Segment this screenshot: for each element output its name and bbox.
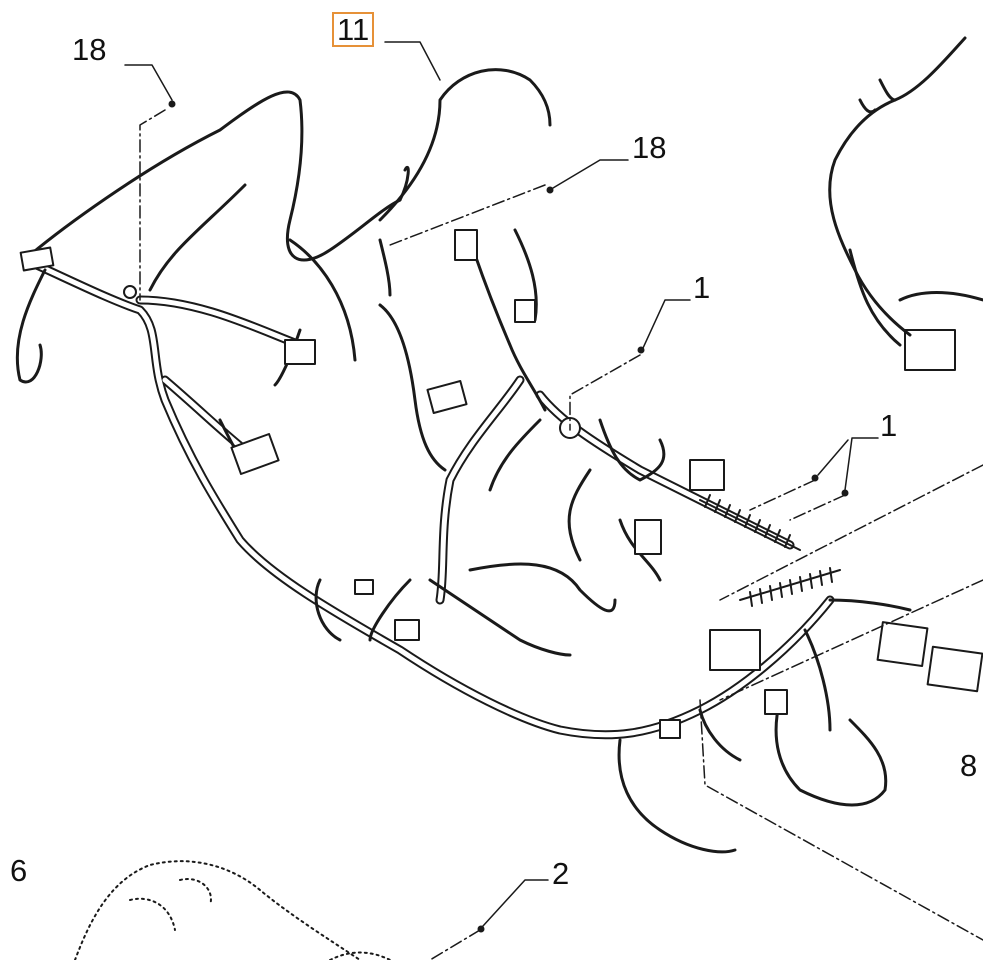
callout-2: 2 — [552, 856, 570, 891]
reference-lines — [139, 109, 983, 961]
dotted-component-outline — [74, 860, 391, 961]
leader-dots — [168, 100, 849, 933]
branch-wires — [15, 68, 912, 854]
secondary-harness — [828, 36, 983, 347]
callout-11-highlighted: 11 — [332, 12, 375, 47]
callout-6: 6 — [10, 853, 28, 888]
connectors — [19, 229, 983, 739]
callout-1-upper: 1 — [693, 270, 711, 305]
callout-leaders — [124, 41, 879, 927]
convoluted-tubing — [699, 494, 841, 607]
callout-8: 8 — [960, 748, 978, 783]
callout-1-lower: 1 — [880, 408, 898, 443]
callout-18-top-left: 18 — [72, 32, 107, 67]
callout-18-top-center: 18 — [632, 130, 667, 165]
